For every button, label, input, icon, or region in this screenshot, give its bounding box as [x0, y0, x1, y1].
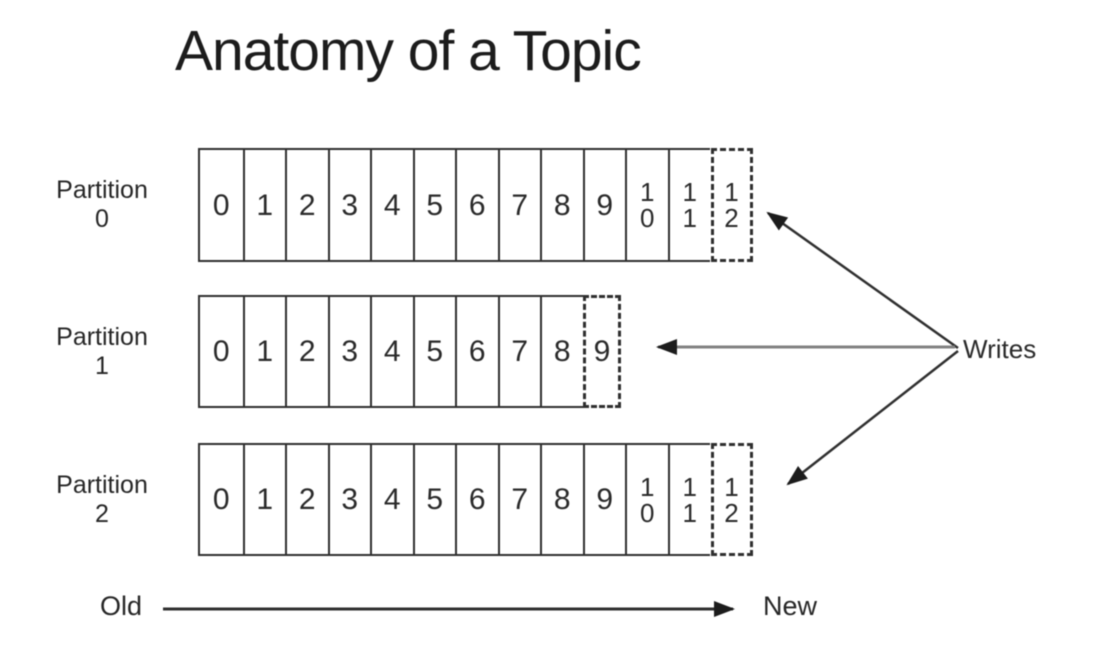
- offset-cell: 6: [455, 445, 498, 554]
- offset-cell: 3: [327, 297, 371, 406]
- offset-cell: 9: [582, 445, 626, 554]
- offset-cell: 6: [455, 150, 498, 260]
- offset-cell: 5: [412, 150, 456, 260]
- offset-cell: 7: [497, 150, 541, 260]
- offset-cell: 8: [540, 150, 583, 260]
- offset-cell: 1: [242, 445, 286, 554]
- offset-cell: 2: [285, 445, 328, 554]
- diagram-title: Anatomy of a Topic: [175, 19, 642, 83]
- writes-label: Writes: [963, 334, 1037, 364]
- offset-cell: 1: [242, 297, 286, 406]
- offset-cell: 8: [540, 445, 583, 554]
- offset-cell: 8: [540, 297, 583, 406]
- offset-cell: 0: [212, 188, 230, 222]
- offset-cell: 7: [497, 445, 541, 554]
- offset-cell: 4: [370, 150, 413, 260]
- new-label: New: [763, 591, 818, 621]
- offset-cell: 3: [327, 150, 371, 260]
- offset-cell: 2: [285, 150, 328, 260]
- offset-cell: 6: [455, 297, 498, 406]
- offset-cell: 2: [285, 297, 328, 406]
- offset-cell: 5: [412, 445, 456, 554]
- offset-cell: 5: [412, 297, 456, 406]
- old-label: Old: [100, 591, 143, 621]
- offset-cell: 0: [212, 483, 230, 516]
- offset-cell: 4: [370, 445, 413, 554]
- offset-cell: 3: [327, 445, 371, 554]
- next-offset-cell: 9: [583, 295, 621, 408]
- offset-cell: 0: [212, 335, 230, 368]
- offset-cell: 4: [370, 297, 413, 406]
- offset-cell: 1: [242, 150, 286, 260]
- offset-cell: 7: [497, 297, 541, 406]
- offset-cell: 9: [582, 150, 626, 260]
